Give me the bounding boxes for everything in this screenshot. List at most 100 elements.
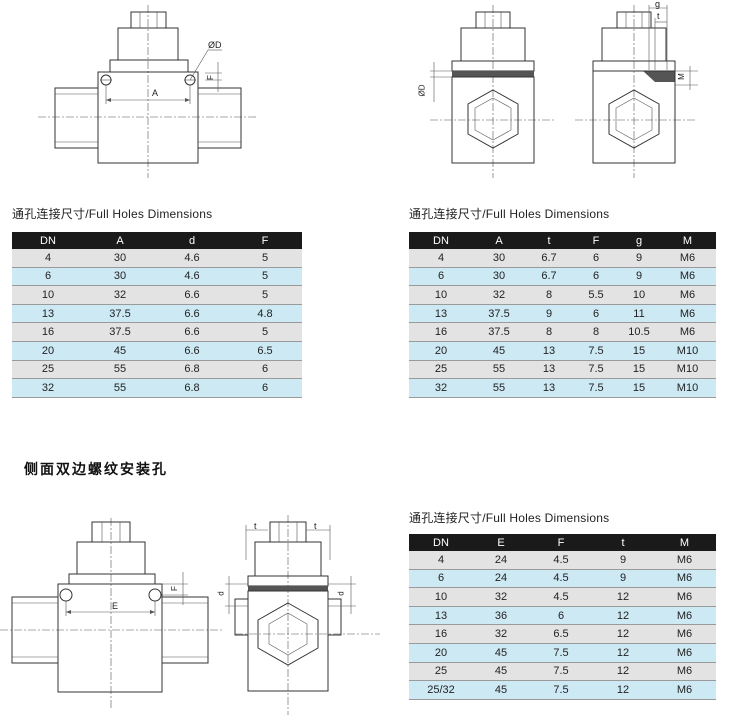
table2-cell: 10 [409, 285, 473, 305]
table2-cell: 6 [573, 249, 619, 268]
table3-caption: 通孔连接尺寸/Full Holes Dimensions [409, 511, 610, 525]
table1-cell: 25 [12, 360, 84, 380]
table2-cell: 6 [409, 267, 473, 287]
table2-cell: 6 [573, 304, 619, 324]
table2-header-cell: F [573, 232, 619, 249]
table2-cell: M10 [659, 341, 716, 361]
table2-cell: 32 [409, 378, 473, 398]
table3-cell: 6 [529, 606, 593, 626]
table3-cell: 12 [593, 662, 653, 682]
top-right-valve-side-b [575, 5, 698, 178]
table3-cell: 13 [409, 606, 473, 626]
table1-cell: 6.6 [156, 322, 228, 342]
table1-cell: 30 [84, 249, 156, 268]
top-right-valve-side-a [430, 5, 556, 178]
table2-cell: 20 [409, 341, 473, 361]
dim-label-e: E [112, 601, 119, 611]
table3-cell: 6.5 [529, 624, 593, 644]
table3-header-cell: E [473, 534, 529, 551]
table1-cell: 5 [228, 249, 302, 268]
table2-cell: 10.5 [619, 322, 659, 342]
table3-cell: 25 [409, 662, 473, 682]
table2-cell: M10 [659, 360, 716, 380]
table3-cell: M6 [653, 624, 716, 644]
table1-cell: 37.5 [84, 322, 156, 342]
table3-cell: 32 [473, 587, 529, 607]
table1-cell: 6.8 [156, 378, 228, 398]
table3-cell: 45 [473, 662, 529, 682]
table2-cell: 32 [473, 285, 525, 305]
table2-cell: 16 [409, 322, 473, 342]
table1-cell: 4 [12, 249, 84, 268]
table2-cell: M6 [659, 285, 716, 305]
table2-cell: 9 [619, 267, 659, 287]
table1-cell: 45 [84, 341, 156, 361]
table2-cell: 7.5 [573, 378, 619, 398]
table2-cell: 15 [619, 360, 659, 380]
table1-cell: 32 [12, 378, 84, 398]
table1-cell: 13 [12, 304, 84, 324]
table3-cell: 20 [409, 643, 473, 663]
table3-cell: 12 [593, 643, 653, 663]
table3-cell: 4 [409, 551, 473, 570]
table2-header-cell: t [525, 232, 573, 249]
dim-label-m: M [676, 73, 686, 80]
table3-cell: 24 [473, 569, 529, 589]
dim-label-d-left: d [216, 591, 226, 596]
table1-cell: 10 [12, 285, 84, 305]
table2-cell: 6.7 [525, 267, 573, 287]
table1-cell: 6 [228, 360, 302, 380]
table3-cell: M6 [653, 662, 716, 682]
table1-cell: 4.6 [156, 267, 228, 287]
table3-cell: 36 [473, 606, 529, 626]
dim-label-g: g [655, 0, 661, 9]
table2-cell: 13 [409, 304, 473, 324]
table1-cell: 4.8 [228, 304, 302, 324]
bottom-left-valve [0, 518, 222, 710]
table2-cell: 8 [525, 322, 573, 342]
table1-caption: 通孔连接尺寸/Full Holes Dimensions [12, 207, 213, 221]
table3-cell: 4.5 [529, 569, 593, 589]
table3-header-cell: F [529, 534, 593, 551]
table3-cell: 9 [593, 569, 653, 589]
table2-cell: 25 [409, 360, 473, 380]
table1-header-cell: F [228, 232, 302, 249]
table2-cell: 13 [525, 378, 573, 398]
table3-cell: 32 [473, 624, 529, 644]
table2-cell: 7.5 [573, 360, 619, 380]
table1-cell: 6.8 [156, 360, 228, 380]
table3-cell: 4.5 [529, 551, 593, 570]
table3-cell: 12 [593, 606, 653, 626]
table3-header-cell: t [593, 534, 653, 551]
dim-label-t: t [657, 11, 660, 21]
table2-cell: M6 [659, 249, 716, 268]
table3-cell: 45 [473, 680, 529, 700]
table2-cell: M6 [659, 304, 716, 324]
dim-label-f: F [205, 75, 215, 80]
table3-cell: M6 [653, 606, 716, 626]
table2-cell: 9 [525, 304, 573, 324]
table2-cell: 6.7 [525, 249, 573, 268]
table3-cell: 10 [409, 587, 473, 607]
table3-cell: 24 [473, 551, 529, 570]
table3-cell: 9 [593, 551, 653, 570]
table2-cell: M6 [659, 322, 716, 342]
table3-header-cell: DN [409, 534, 473, 551]
table3-cell: 25/32 [409, 680, 473, 700]
table3-cell: M6 [653, 680, 716, 700]
dim-label-t-right: t [314, 521, 317, 531]
